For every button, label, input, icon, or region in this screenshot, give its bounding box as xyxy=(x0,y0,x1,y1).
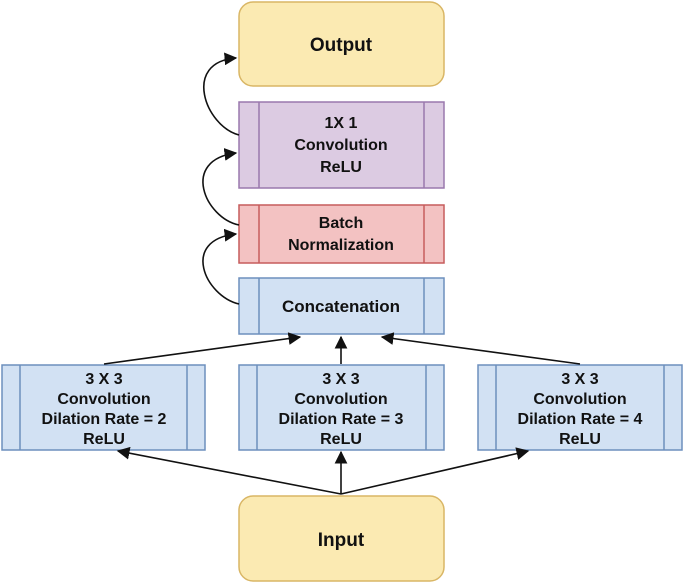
dil2-label-line1: 3 X 3 xyxy=(85,371,122,388)
dilated-conv-rate-2-node: 3 X 3 Convolution Dilation Rate = 2 ReLU xyxy=(1,364,206,451)
dil3-label-line3: Dilation Rate = 3 xyxy=(279,411,404,428)
arrow-input-to-dil2 xyxy=(116,446,342,495)
dil4-label-line3: Dilation Rate = 4 xyxy=(518,411,643,428)
arrows-left-chain xyxy=(202,52,240,305)
arrow-dil4-to-concat xyxy=(380,332,581,365)
dil2-label-line2: Convolution xyxy=(57,391,150,408)
arrows-input-to-convs xyxy=(116,446,530,495)
arrows-convs-to-concat xyxy=(103,332,581,365)
arrow-batchnorm-to-conv1x1 xyxy=(202,148,240,226)
arrow-input-to-dil4 xyxy=(340,447,530,495)
dil4-label-line2: Convolution xyxy=(533,391,626,408)
batchnorm-label-line1: Batch xyxy=(319,215,363,232)
concatenation-node: Concatenation xyxy=(238,277,445,335)
conv1x1-label-line2: Convolution xyxy=(294,137,387,154)
arrow-conv1x1-to-output xyxy=(203,52,240,136)
dil4-label-line4: ReLU xyxy=(559,431,601,448)
dil3-label-line4: ReLU xyxy=(320,431,362,448)
batchnorm-label-line2: Normalization xyxy=(288,237,394,254)
arrow-dil2-to-concat xyxy=(103,332,302,365)
dil3-label-line2: Convolution xyxy=(294,391,387,408)
dil4-label-line1: 3 X 3 xyxy=(561,371,598,388)
dil2-label-line4: ReLU xyxy=(83,431,125,448)
dilated-conv-rate-3-node: 3 X 3 Convolution Dilation Rate = 3 ReLU xyxy=(238,364,445,451)
conv1x1-node: 1X 1 Convolution ReLU xyxy=(238,101,445,189)
output-node: Output xyxy=(238,1,445,87)
input-label: Input xyxy=(318,530,365,551)
input-node: Input xyxy=(238,495,445,582)
arrow-concat-to-batchnorm xyxy=(202,228,240,305)
dilated-conv-rate-4-node: 3 X 3 Convolution Dilation Rate = 4 ReLU xyxy=(477,364,683,451)
dil2-label-line3: Dilation Rate = 2 xyxy=(42,411,167,428)
dil3-label-line1: 3 X 3 xyxy=(322,371,359,388)
conv1x1-label-line3: ReLU xyxy=(320,159,362,176)
batchnorm-node: Batch Normalization xyxy=(238,204,445,264)
output-label: Output xyxy=(310,35,373,56)
concatenation-label: Concatenation xyxy=(282,297,400,316)
conv1x1-label-line1: 1X 1 xyxy=(325,115,358,132)
